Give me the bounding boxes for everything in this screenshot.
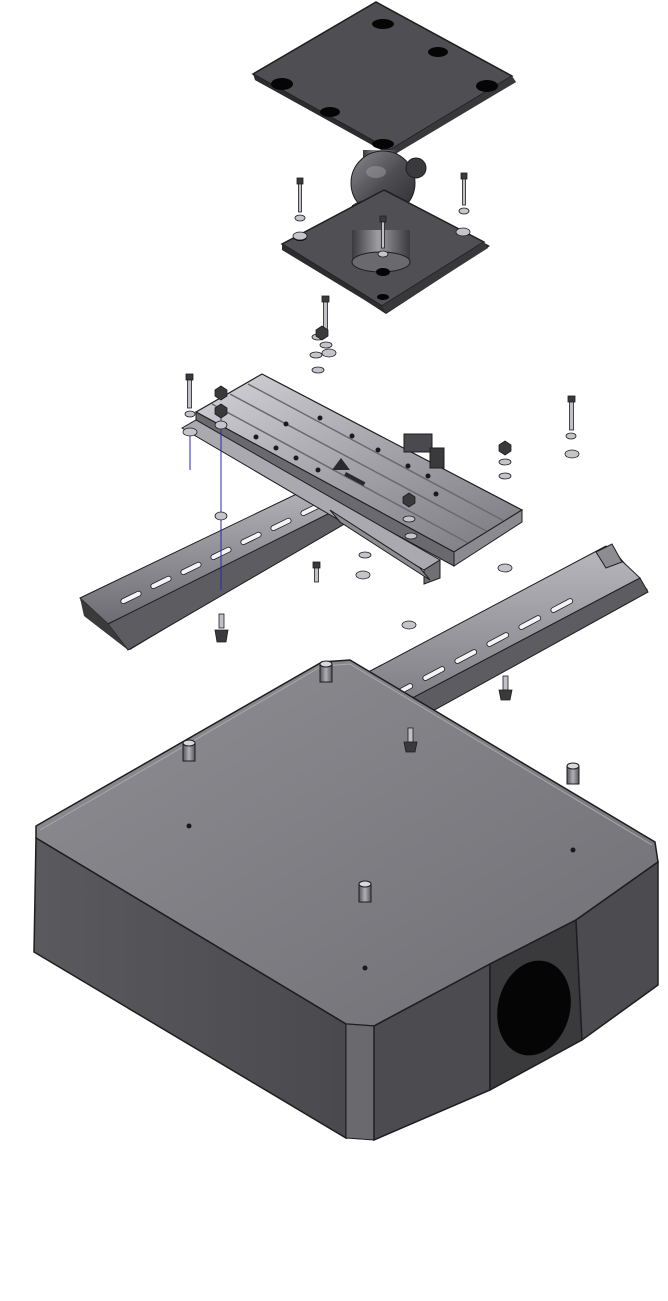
bolt (498, 675, 513, 701)
mounting-plate (251, 1, 516, 156)
washer (321, 348, 337, 358)
washer (564, 449, 580, 459)
nut (498, 440, 512, 456)
bolt (312, 561, 321, 583)
nut (315, 325, 329, 341)
nut (214, 385, 228, 401)
washer (565, 432, 577, 440)
bolts (185, 172, 576, 753)
washer (358, 551, 372, 559)
bolt (214, 613, 229, 643)
bolt (296, 177, 304, 213)
nuts (214, 325, 512, 508)
washer (309, 351, 323, 359)
washer (497, 563, 513, 573)
nut (402, 492, 416, 508)
washer (498, 458, 512, 466)
washer (401, 620, 417, 630)
washer (214, 511, 228, 521)
bolt (185, 373, 194, 409)
washer (377, 250, 389, 258)
bolt (403, 727, 418, 753)
washer (292, 231, 308, 241)
washer (404, 532, 418, 540)
washers (182, 207, 580, 630)
washer (294, 214, 306, 222)
washer (311, 366, 325, 374)
standoff (182, 660, 580, 903)
enclosure-box (33, 659, 659, 1142)
upper-rail-bracket (181, 373, 524, 585)
washer (402, 515, 416, 523)
nut (214, 403, 228, 419)
washer (498, 472, 512, 480)
washer (184, 410, 196, 418)
washer (214, 420, 228, 430)
bolt (460, 172, 468, 206)
bolt (567, 395, 576, 431)
washer (182, 427, 198, 437)
washer (458, 207, 470, 215)
washer (455, 227, 471, 237)
alignment-lines (189, 418, 222, 590)
bolt (379, 215, 387, 249)
washer (355, 570, 371, 580)
washer (319, 341, 333, 349)
